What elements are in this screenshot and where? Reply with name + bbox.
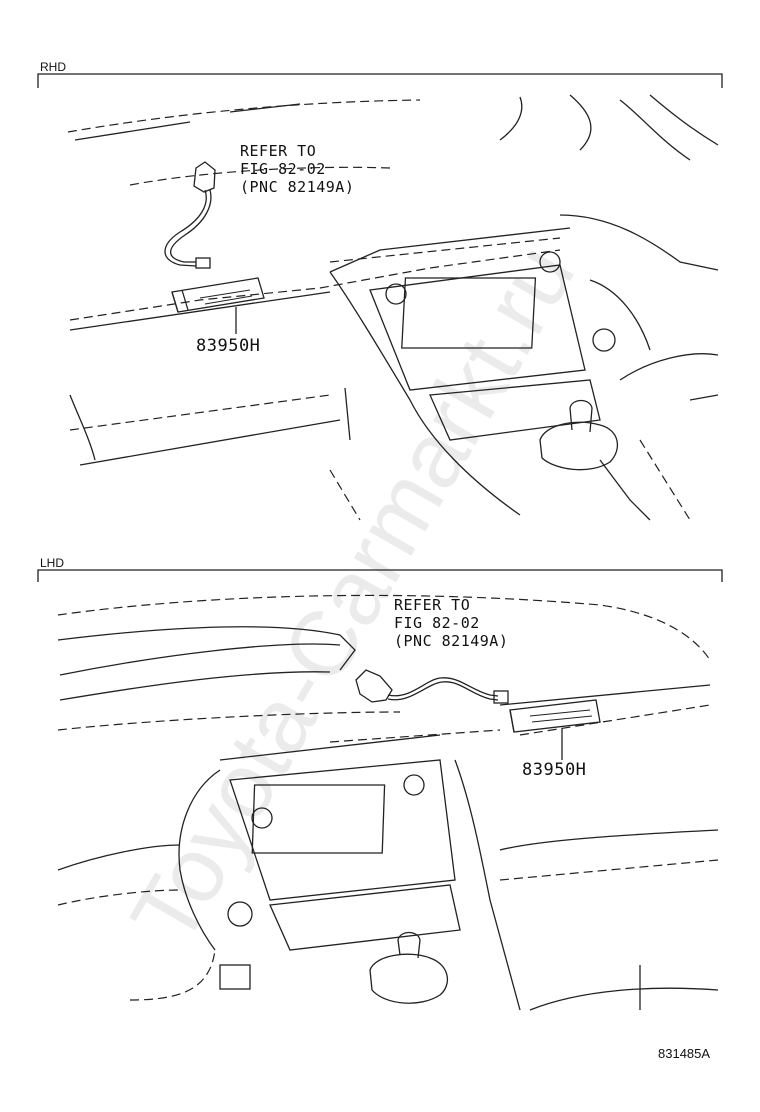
lhd-frame	[37, 569, 723, 582]
rhd-dashboard-drawing	[67, 94, 719, 521]
lhd-dashboard-drawing	[57, 594, 719, 1011]
rhd-callout-reference: REFER TO FIG 82-02 (PNC 82149A)	[240, 142, 355, 196]
lhd-callout-reference: REFER TO FIG 82-02 (PNC 82149A)	[394, 596, 509, 650]
rhd-part-number: 83950H	[196, 336, 261, 356]
lhd-section-label: LHD	[40, 556, 65, 570]
rhd-section-label: RHD	[40, 60, 66, 74]
figure-id: 831485A	[658, 1046, 711, 1061]
lhd-part-number: 83950H	[522, 760, 587, 780]
rhd-frame	[37, 73, 723, 88]
